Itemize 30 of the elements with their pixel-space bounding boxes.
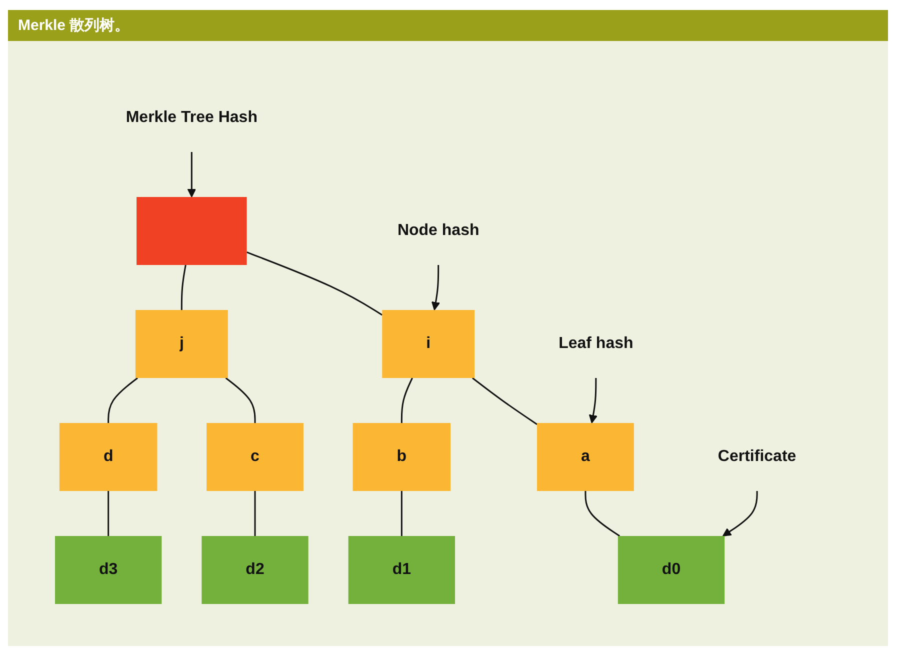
title-bar: Merkle 散列树。 — [8, 10, 888, 41]
connector — [246, 252, 383, 316]
node-box: d3 — [55, 536, 162, 604]
connector — [226, 377, 256, 423]
node-box: d — [60, 423, 158, 491]
node-box: d0 — [618, 536, 725, 604]
node-box — [136, 197, 248, 265]
node-box: i — [382, 310, 475, 378]
arrow — [432, 265, 440, 310]
node-box: c — [206, 423, 304, 491]
connector — [585, 491, 620, 537]
node-text: Certificate — [718, 448, 797, 465]
arrow — [188, 152, 196, 198]
connector — [401, 491, 403, 536]
connector — [254, 491, 256, 536]
connector — [181, 264, 187, 310]
connector — [401, 378, 414, 423]
node-box: a — [537, 423, 634, 491]
node-box: d2 — [202, 536, 309, 604]
connector — [108, 377, 138, 423]
node-box: d1 — [348, 536, 456, 604]
node-box: j — [136, 310, 228, 378]
arrow — [722, 491, 758, 536]
node-text: Leaf hash — [558, 335, 634, 352]
connector — [108, 491, 110, 536]
arrow — [589, 378, 598, 424]
node-text: Node hash — [398, 222, 480, 239]
node-text: Merkle Tree Hash — [126, 109, 258, 126]
node-box: b — [353, 423, 451, 491]
connector — [472, 377, 538, 425]
